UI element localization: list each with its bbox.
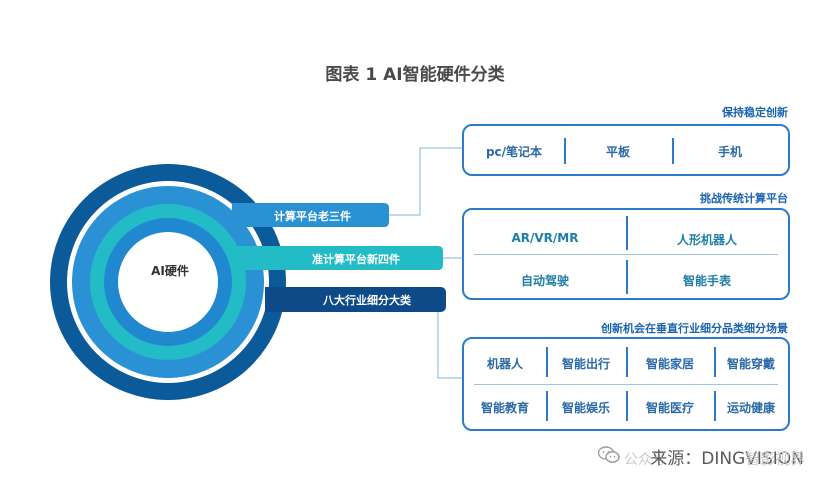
watermark-source: 来源：DINGVISION <box>650 449 804 469</box>
bar-new-four <box>238 246 443 270</box>
item-smart-watch: 智能手表 <box>682 274 731 288</box>
item-smart-medical: 智能医疗 <box>645 401 694 415</box>
item-pc: pc/笔记本 <box>485 145 543 159</box>
bar-old-three <box>232 203 389 227</box>
item-tablet: 平板 <box>605 145 630 159</box>
group-box-challenge: AR/VR/MR 人形机器人 自动驾驶 智能手表 <box>462 208 790 300</box>
source-watermark: 公众号 · 来源：DINGVISION 智影视界 <box>624 444 805 469</box>
item-sports-health: 运动健康 <box>726 401 775 415</box>
item-smart-mobility: 智能出行 <box>561 357 610 371</box>
group-box-vertical: 机器人 智能出行 智能家居 智能穿戴 智能教育 智能娱乐 智能医疗 运动健康 <box>462 337 790 431</box>
ring-label-new-four: 准计算平台新四件 <box>312 253 400 266</box>
group-box-stable: pc/笔记本 平板 手机 <box>462 124 790 176</box>
item-smart-education: 智能教育 <box>480 401 529 415</box>
connector-1 <box>389 147 462 216</box>
watermark-ghost: 智影视界 <box>745 450 806 468</box>
group-title-stable: 保持稳定创新 <box>722 106 788 119</box>
wechat-icon <box>598 446 620 463</box>
ring-label-industry: 八大行业细分大类 <box>323 294 411 307</box>
center-label: AI硬件 <box>151 264 189 278</box>
page-title: 图表 1 AI智能硬件分类 <box>325 65 505 85</box>
item-phone: 手机 <box>717 145 742 159</box>
bar-industry <box>265 287 446 312</box>
watermark-prefix: 公众号 · <box>624 452 675 468</box>
connector-3 <box>437 312 462 379</box>
item-humanoid-robot: 人形机器人 <box>676 233 737 247</box>
group-title-challenge: 挑战传统计算平台 <box>700 192 788 205</box>
item-ar-vr-mr: AR/VR/MR <box>511 231 579 245</box>
item-smart-entertainment: 智能娱乐 <box>561 401 610 415</box>
inner-circle <box>118 232 218 332</box>
group-title-vertical: 创新机会在垂直行业细分品类细分场景 <box>601 322 788 335</box>
ring-label-old-three: 计算平台老三件 <box>274 210 351 223</box>
item-robot: 机器人 <box>486 357 523 371</box>
item-smart-wearable: 智能穿戴 <box>726 357 775 371</box>
item-autonomous-driving: 自动驾驶 <box>520 274 569 288</box>
item-smart-home: 智能家居 <box>645 357 694 371</box>
